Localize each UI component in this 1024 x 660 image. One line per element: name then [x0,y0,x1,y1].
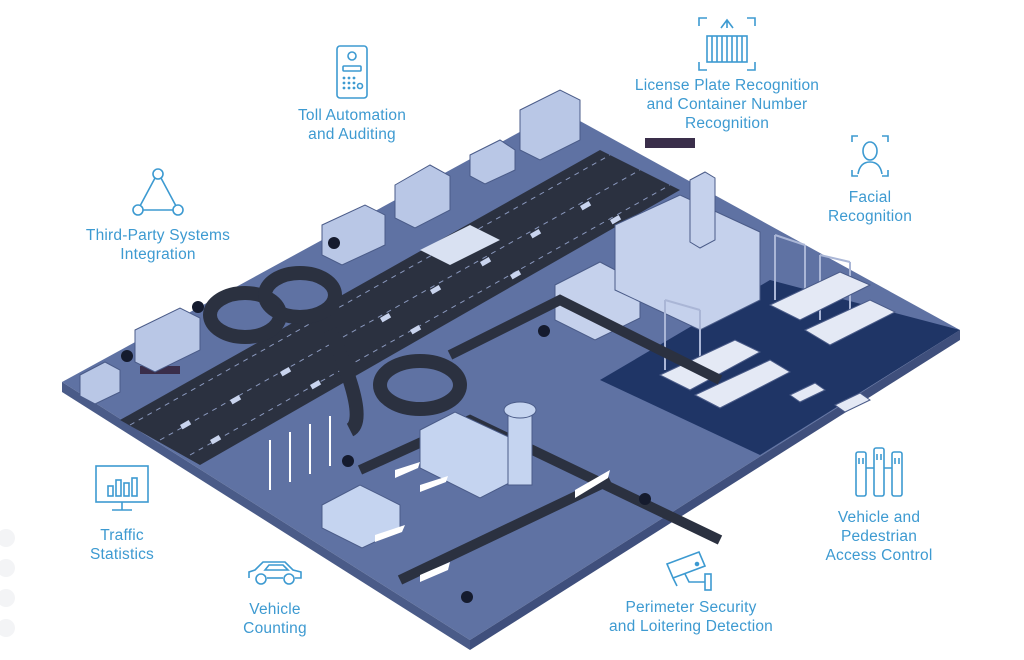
feature-third-party-integration: Third-Party Systems Integration [68,166,248,264]
feature-facial-recognition: Facial Recognition [810,134,930,226]
container-scan-icon [698,17,756,71]
feature-label: Vehicle Counting [243,601,307,637]
factories [79,89,581,405]
feature-traffic-statistics: Traffic Statistics [72,464,172,564]
feature-license-plate-recognition: License Plate Recognition and Container … [612,16,842,133]
feature-access-control: Vehicle and Pedestrian Access Control [806,446,952,565]
car-icon [248,561,302,585]
airplanes [375,462,610,582]
toll-gantry [645,138,695,148]
feature-perimeter-security: Perimeter Security and Loitering Detecti… [578,550,804,636]
feature-label: Third-Party Systems Integration [85,227,231,263]
highway [120,150,680,465]
industrial-complex [554,171,761,341]
highway-traffic [180,200,622,445]
turnstile-icon [855,447,903,497]
airport-terminal [321,401,537,549]
feature-label: Vehicle and Pedestrian Access Control [825,509,933,564]
feature-label: Perimeter Security and Loitering Detecti… [608,599,773,635]
feature-toll-automation: Toll Automation and Auditing [262,44,442,144]
ground-edge [62,382,470,650]
monitor-chart-icon [95,465,149,511]
trees [121,237,651,603]
feature-label: License Plate Recognition and Container … [634,77,820,132]
ground-edge-right [470,330,960,650]
wind-turbines [269,416,331,490]
intercom-icon [336,45,368,99]
network-triangle-icon [132,168,184,216]
feature-vehicle-counting: Vehicle Counting [220,558,330,638]
feature-label: Traffic Statistics [89,527,154,563]
interchange [203,266,467,437]
ships [658,271,897,413]
cctv-camera-icon [665,550,712,591]
face-scan-icon [851,135,889,177]
feature-label: Facial Recognition [827,189,913,225]
decorative-dots [0,529,15,637]
feature-label: Toll Automation and Auditing [297,107,407,143]
